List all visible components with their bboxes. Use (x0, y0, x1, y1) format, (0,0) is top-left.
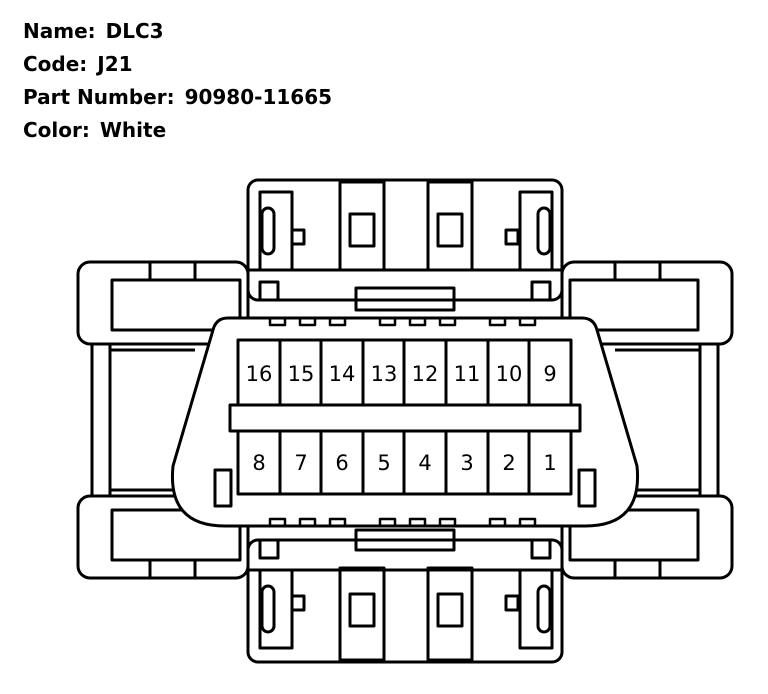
part-number-label: Part Number: (23, 85, 175, 109)
pin-6-label: 6 (335, 451, 348, 475)
pin-8-label: 8 (252, 451, 265, 475)
top-latch-teeth (268, 318, 537, 327)
right-key-slot (577, 468, 597, 508)
connector-face (170, 316, 640, 528)
pin-1-label: 1 (543, 451, 556, 475)
right-flange (560, 260, 734, 580)
pin-13-label: 13 (371, 362, 398, 386)
name-row: Name: DLC3 (23, 15, 332, 48)
color-label: Color: (23, 118, 90, 142)
color-value: White (99, 118, 167, 142)
code-row: Code: J21 (23, 48, 332, 81)
pin-10-label: 10 (496, 362, 523, 386)
bottom-latch-teeth (268, 517, 537, 526)
pin-7-label: 7 (294, 451, 307, 475)
name-value: DLC3 (105, 19, 164, 43)
bottom-housing (246, 528, 564, 664)
pin-15-label: 15 (288, 362, 315, 386)
color-row: Color: White (23, 114, 332, 147)
pin-12-label: 12 (412, 362, 439, 386)
pin-14-label: 14 (329, 362, 356, 386)
bottom-pin-row (236, 429, 573, 496)
name-label: Name: (23, 19, 96, 43)
pin-11-label: 11 (454, 362, 481, 386)
pin-16-label: 16 (246, 362, 273, 386)
part-number-value: 90980-11665 (184, 85, 333, 109)
pin-3-label: 3 (460, 451, 473, 475)
pin-5-label: 5 (377, 451, 390, 475)
pin-4-label: 4 (418, 451, 431, 475)
left-key-slot (213, 468, 233, 508)
connector-info-block: Name: DLC3 Code: J21 Part Number: 90980-116… (23, 15, 332, 147)
code-value: J21 (97, 52, 133, 76)
part-number-row: Part Number: 90980-11665 (23, 81, 332, 114)
pin-9-label: 9 (543, 362, 556, 386)
left-flange (76, 260, 250, 580)
code-label: Code: (23, 52, 88, 76)
top-housing (246, 178, 564, 312)
top-pin-row (236, 338, 573, 407)
pin-2-label: 2 (502, 451, 515, 475)
